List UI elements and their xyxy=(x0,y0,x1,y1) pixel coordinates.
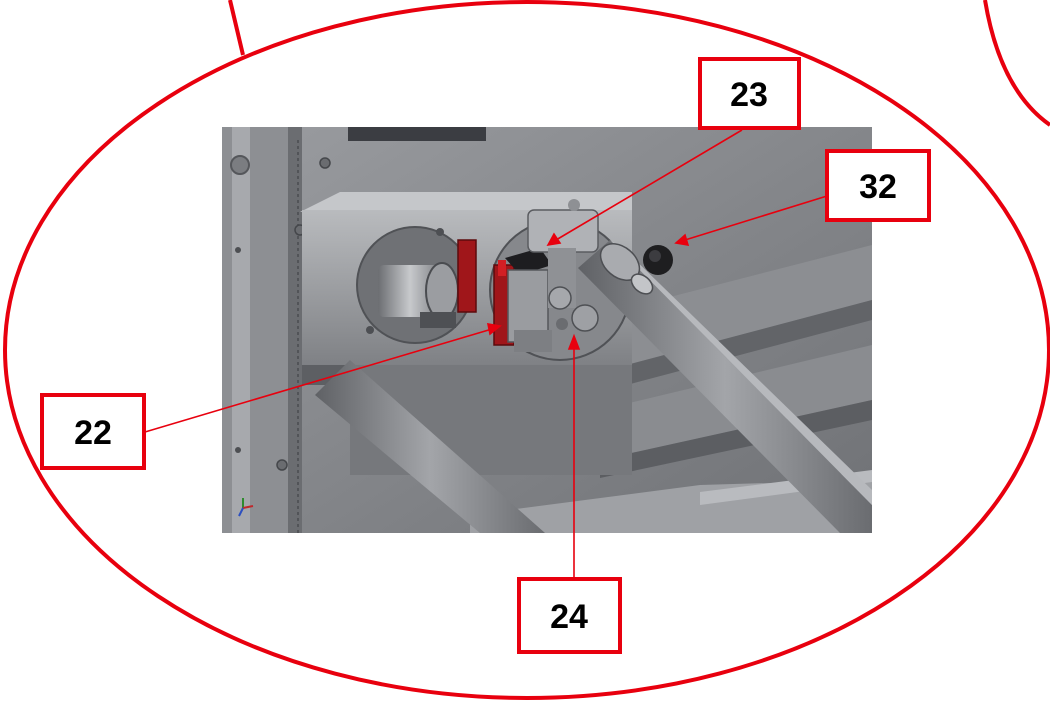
callout-22-label: 22 xyxy=(74,414,112,452)
secondary-ellipse-arc xyxy=(983,0,1050,127)
support-bar xyxy=(578,240,872,533)
machine-frame xyxy=(222,127,306,533)
detail-ellipse xyxy=(3,0,1050,700)
adjustment-knob xyxy=(643,245,673,275)
axis-indicator-icon xyxy=(238,498,254,517)
callout-23-label: 23 xyxy=(730,76,768,114)
cad-render xyxy=(222,127,872,533)
lower-tube xyxy=(315,360,545,533)
callout-22: 22 xyxy=(40,393,146,470)
leader-lines xyxy=(144,129,828,578)
callout-32-label: 32 xyxy=(859,168,897,206)
callout-32: 32 xyxy=(825,149,931,222)
callout-24: 24 xyxy=(517,577,622,654)
clamp-assembly xyxy=(505,199,599,352)
callout-23: 23 xyxy=(698,57,801,130)
top-slot xyxy=(348,127,486,141)
callout-24-label: 24 xyxy=(550,598,588,636)
ellipse-leader-line xyxy=(228,0,245,56)
